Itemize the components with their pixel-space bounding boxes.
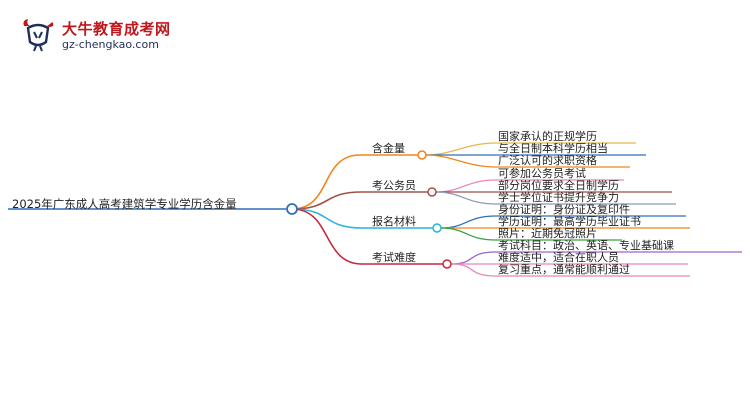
leaf-label[interactable]: 难度适中，适合在职人员 xyxy=(498,251,619,264)
leaf-label[interactable]: 学士学位证书提升竞争力 xyxy=(498,191,619,204)
branch-node-circle xyxy=(432,223,442,233)
leaf-connector xyxy=(450,251,497,265)
root-topic[interactable]: 2025年广东成人高考建筑学专业学历含金量 xyxy=(12,197,237,211)
logo-site-name: 大牛教育成考网 xyxy=(62,20,171,38)
leaf-connector xyxy=(440,215,497,229)
leaf-label[interactable]: 可参加公务员考试 xyxy=(498,167,586,180)
branch-connector xyxy=(291,154,361,210)
leaf-label[interactable]: 部分岗位要求全日制学历 xyxy=(498,179,619,192)
bull-logo-icon xyxy=(23,19,54,52)
branch-node-circle xyxy=(442,259,452,269)
leaf-connector xyxy=(435,179,497,193)
site-logo[interactable]: 大牛教育成考网 gz-chengkao.com xyxy=(20,16,170,56)
branch-label[interactable]: 报名材料 xyxy=(372,215,416,228)
leaf-label[interactable]: 广泛认可的求职资格 xyxy=(498,154,597,167)
branch-node-circle xyxy=(427,187,437,197)
leaf-label[interactable]: 照片：近期免冠照片 xyxy=(498,227,597,240)
branch-connector xyxy=(291,208,363,229)
leaf-label[interactable]: 学历证明：最高学历毕业证书 xyxy=(498,215,641,228)
leaf-connector xyxy=(450,263,497,277)
leaf-label[interactable]: 复习重点，通常能顺利通过 xyxy=(498,263,630,276)
logo-site-url: gz-chengkao.com xyxy=(62,38,159,51)
leaf-label[interactable]: 身份证明：身份证及复印件 xyxy=(498,203,630,216)
leaf-label[interactable]: 国家承认的正规学历 xyxy=(498,130,597,143)
leaf-label[interactable]: 考试科目：政治、英语、专业基础课 xyxy=(498,239,674,252)
branch-connector xyxy=(291,208,363,265)
leaf-connector xyxy=(440,227,497,241)
branch-node-circle xyxy=(417,150,427,160)
branch-label[interactable]: 考公务员 xyxy=(372,179,416,192)
branch-label[interactable]: 含金量 xyxy=(372,142,405,155)
branch-label[interactable]: 考试难度 xyxy=(372,251,416,264)
leaf-connector xyxy=(425,154,497,168)
root-node-circle xyxy=(286,203,298,215)
branch-connector xyxy=(291,191,363,210)
leaf-connector xyxy=(425,142,497,156)
leaf-connector xyxy=(435,191,497,205)
leaf-label[interactable]: 与全日制本科学历相当 xyxy=(498,142,608,155)
